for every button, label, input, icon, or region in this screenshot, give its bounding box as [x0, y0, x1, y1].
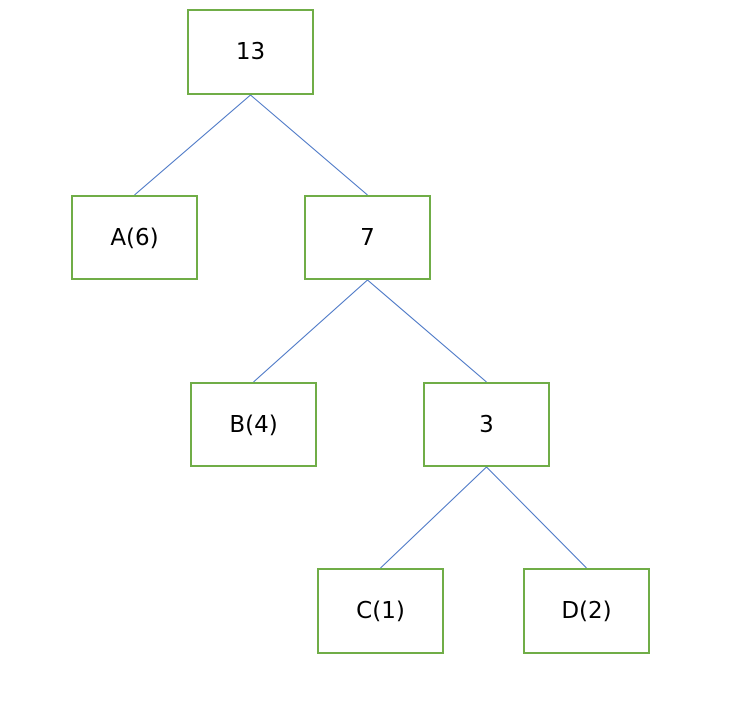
edge-n3-d — [486, 466, 587, 569]
node-label: 3 — [479, 411, 494, 438]
node-d: D(2) — [523, 568, 650, 654]
edge-root-a — [134, 94, 251, 196]
node-a: A(6) — [71, 195, 198, 280]
node-label: A(6) — [110, 224, 159, 251]
node-label: B(4) — [229, 411, 278, 438]
edge-n7-b — [253, 279, 368, 383]
node-label: 7 — [360, 224, 375, 251]
node-b: B(4) — [190, 382, 317, 467]
node-label: C(1) — [356, 598, 405, 624]
node-c: C(1) — [317, 568, 444, 654]
edge-n7-n3 — [367, 279, 487, 383]
edge-root-n7 — [250, 94, 368, 196]
node-label: D(2) — [561, 598, 612, 624]
edge-n3-c — [380, 466, 487, 569]
node-13: 13 — [187, 9, 314, 95]
node-label: 13 — [235, 39, 266, 65]
node-3: 3 — [423, 382, 550, 467]
node-7: 7 — [304, 195, 431, 280]
